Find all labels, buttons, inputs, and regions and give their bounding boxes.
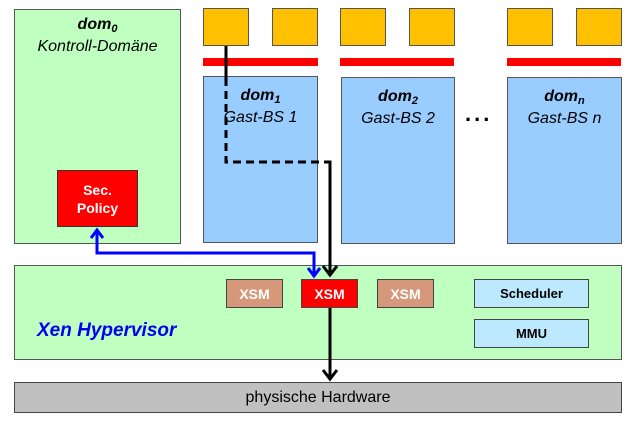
security-policy-box: Sec. Policy	[57, 170, 138, 227]
sec-policy-line1: Sec.	[83, 181, 112, 198]
dom0-name: dom	[77, 16, 112, 33]
hardware-label: physische Hardware	[245, 388, 391, 406]
app-box	[507, 8, 553, 46]
xsm-module: XSM	[377, 279, 434, 308]
app-box	[203, 8, 249, 46]
guest-domain-1: dom1 Gast-BS 1	[203, 76, 318, 243]
dom0-index: 0	[111, 23, 118, 35]
guest-index: n	[578, 95, 585, 107]
arrowhead-down-icon	[321, 369, 339, 382]
app-box	[576, 8, 622, 46]
app-box	[340, 8, 386, 46]
ellipsis: ...	[465, 101, 493, 126]
hypervisor-label: Xen Hypervisor	[37, 320, 177, 341]
dom0-title: dom0	[15, 16, 180, 38]
guest-subtitle: Gast-BS n	[527, 110, 602, 127]
guest-name: dom	[544, 88, 579, 105]
guest-subtitle: Gast-BS 2	[361, 110, 435, 127]
guest-name: dom	[378, 88, 412, 105]
guest-domain-n: domn Gast-BS n	[507, 77, 622, 244]
dom0-subtitle: Kontroll-Domäne	[37, 38, 158, 55]
isolation-bar	[203, 58, 318, 66]
hardware-box: physische Hardware	[14, 382, 622, 413]
mmu-box: MMU	[474, 319, 589, 348]
app-box	[409, 8, 455, 46]
guest-subtitle: Gast-BS 1	[223, 109, 298, 126]
guest-title: domn	[508, 88, 621, 110]
xsm-module: XSM	[226, 279, 283, 308]
xsm-module-active: XSM	[301, 279, 358, 308]
guest-index: 1	[274, 94, 281, 106]
scheduler-box: Scheduler	[474, 279, 589, 308]
sec-policy-line2: Policy	[76, 199, 119, 216]
guest-domain-2: dom2 Gast-BS 2	[341, 77, 455, 244]
isolation-bar	[340, 58, 454, 66]
isolation-bar	[507, 58, 621, 66]
access-path-to-xsm	[328, 160, 332, 272]
app-box	[272, 8, 318, 46]
guest-title: dom2	[342, 88, 454, 110]
guest-title: dom1	[204, 87, 317, 109]
guest-index: 2	[411, 95, 418, 107]
guest-name: dom	[240, 87, 275, 104]
